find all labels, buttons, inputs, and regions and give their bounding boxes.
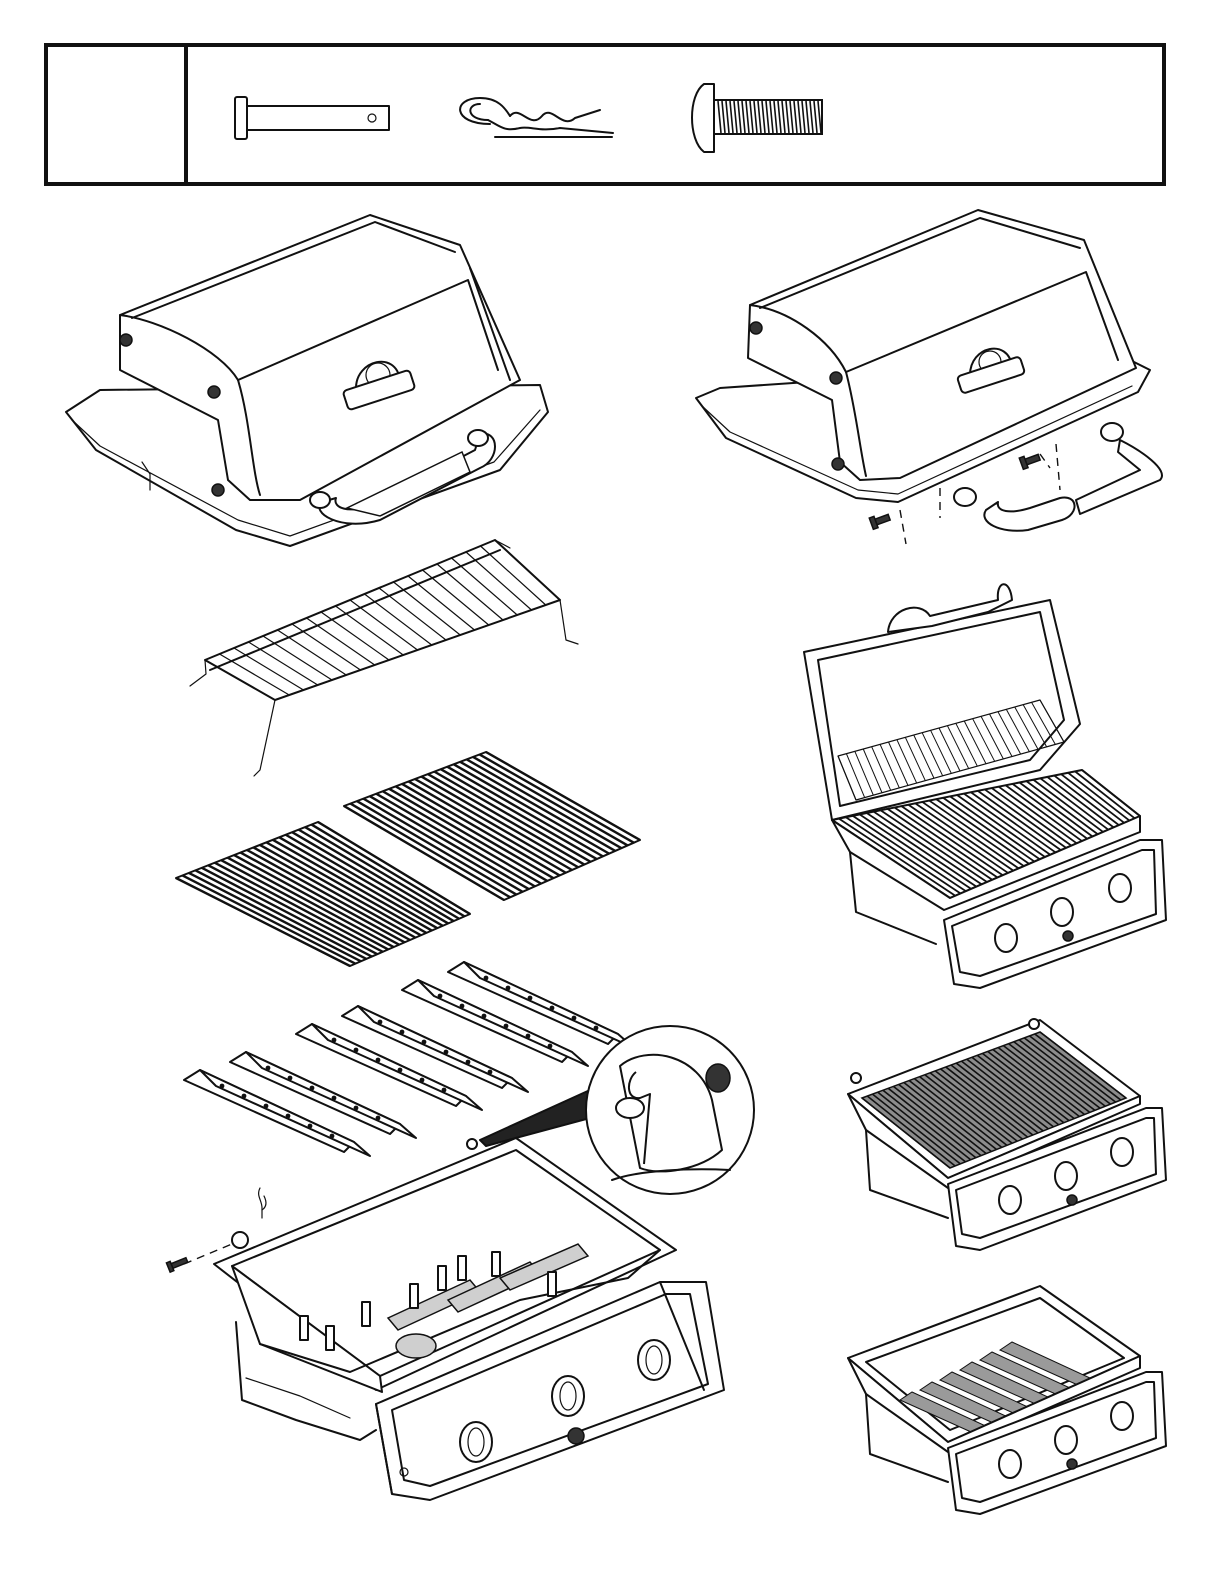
warming-rack-figure xyxy=(190,540,578,776)
detail-callout xyxy=(586,1026,754,1194)
lid-exploded-figure xyxy=(696,210,1162,544)
hardware-box xyxy=(46,45,1164,184)
grill-with-grids-figure xyxy=(848,1019,1166,1250)
grill-lid-open-figure xyxy=(804,584,1166,988)
flame-tamers-figure xyxy=(184,962,634,1156)
igniter-button-icon xyxy=(568,1428,584,1444)
grill-with-flame-tamers-figure xyxy=(848,1286,1166,1514)
cooking-grids-figure xyxy=(176,752,640,966)
lid-assembled-figure xyxy=(66,215,548,546)
